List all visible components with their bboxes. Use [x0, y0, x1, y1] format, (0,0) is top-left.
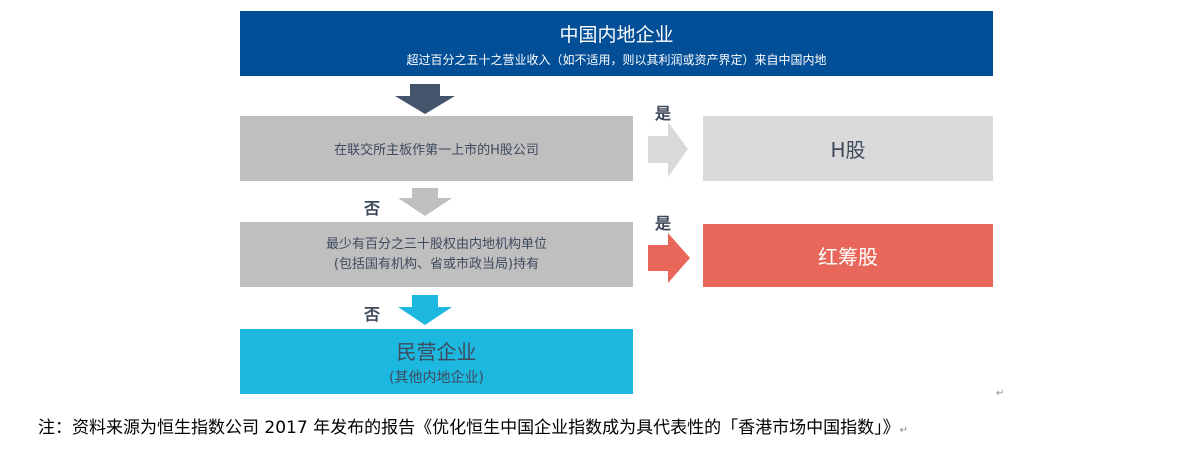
no-label-2: 否: [364, 305, 381, 324]
no-label-1: 否: [364, 199, 381, 218]
private-enterprise-box: 民营企业 (其他内地企业): [240, 329, 633, 394]
source-note: 注：资料来源为恒生指数公司 2017 年发布的报告《优化恒生中国企业指数成为具代…: [38, 413, 908, 438]
paragraph-mark: ↵: [996, 388, 1005, 399]
source-note-text: 注：资料来源为恒生指数公司 2017 年发布的报告《优化恒生中国企业指数成为具代…: [38, 418, 900, 438]
red-chip-question-line2: (包括国有机构、省或市政当局)持有: [333, 256, 540, 272]
mainland-subtitle: 超过百分之五十之营业收入（如不适用，则以其利润或资产界定）来自中国内地: [406, 52, 827, 67]
mainland-enterprise-box: 中国内地企业 超过百分之五十之营业收入（如不适用，则以其利润或资产界定）来自中国…: [240, 11, 993, 76]
down-arrow-dark: [395, 84, 455, 114]
h-share-label: H股: [830, 138, 866, 162]
red-chip-label: 红筹股: [818, 245, 878, 269]
paragraph-mark-2: ↵: [899, 425, 908, 436]
private-subtitle: (其他内地企业): [389, 370, 484, 386]
mainland-title: 中国内地企业: [559, 23, 674, 46]
red-chip-question-box: 最少有百分之三十股权由内地机构单位 (包括国有机构、省或市政当局)持有: [240, 222, 633, 287]
red-chip-question-line1: 最少有百分之三十股权由内地机构单位: [325, 236, 547, 252]
down-arrow-gray: [398, 188, 452, 216]
h-share-question-box: 在联交所主板作第一上市的H股公司: [240, 116, 633, 181]
right-arrow-light: [648, 122, 688, 177]
h-share-question: 在联交所主板作第一上市的H股公司: [334, 143, 539, 158]
private-title: 民营企业: [396, 340, 477, 364]
yes-label-1: 是: [655, 104, 672, 123]
h-share-box: H股: [703, 116, 993, 181]
right-arrow-red: [648, 233, 690, 283]
yes-label-2: 是: [655, 214, 672, 233]
down-arrow-cyan: [398, 295, 452, 325]
red-chip-box: 红筹股: [703, 224, 993, 287]
